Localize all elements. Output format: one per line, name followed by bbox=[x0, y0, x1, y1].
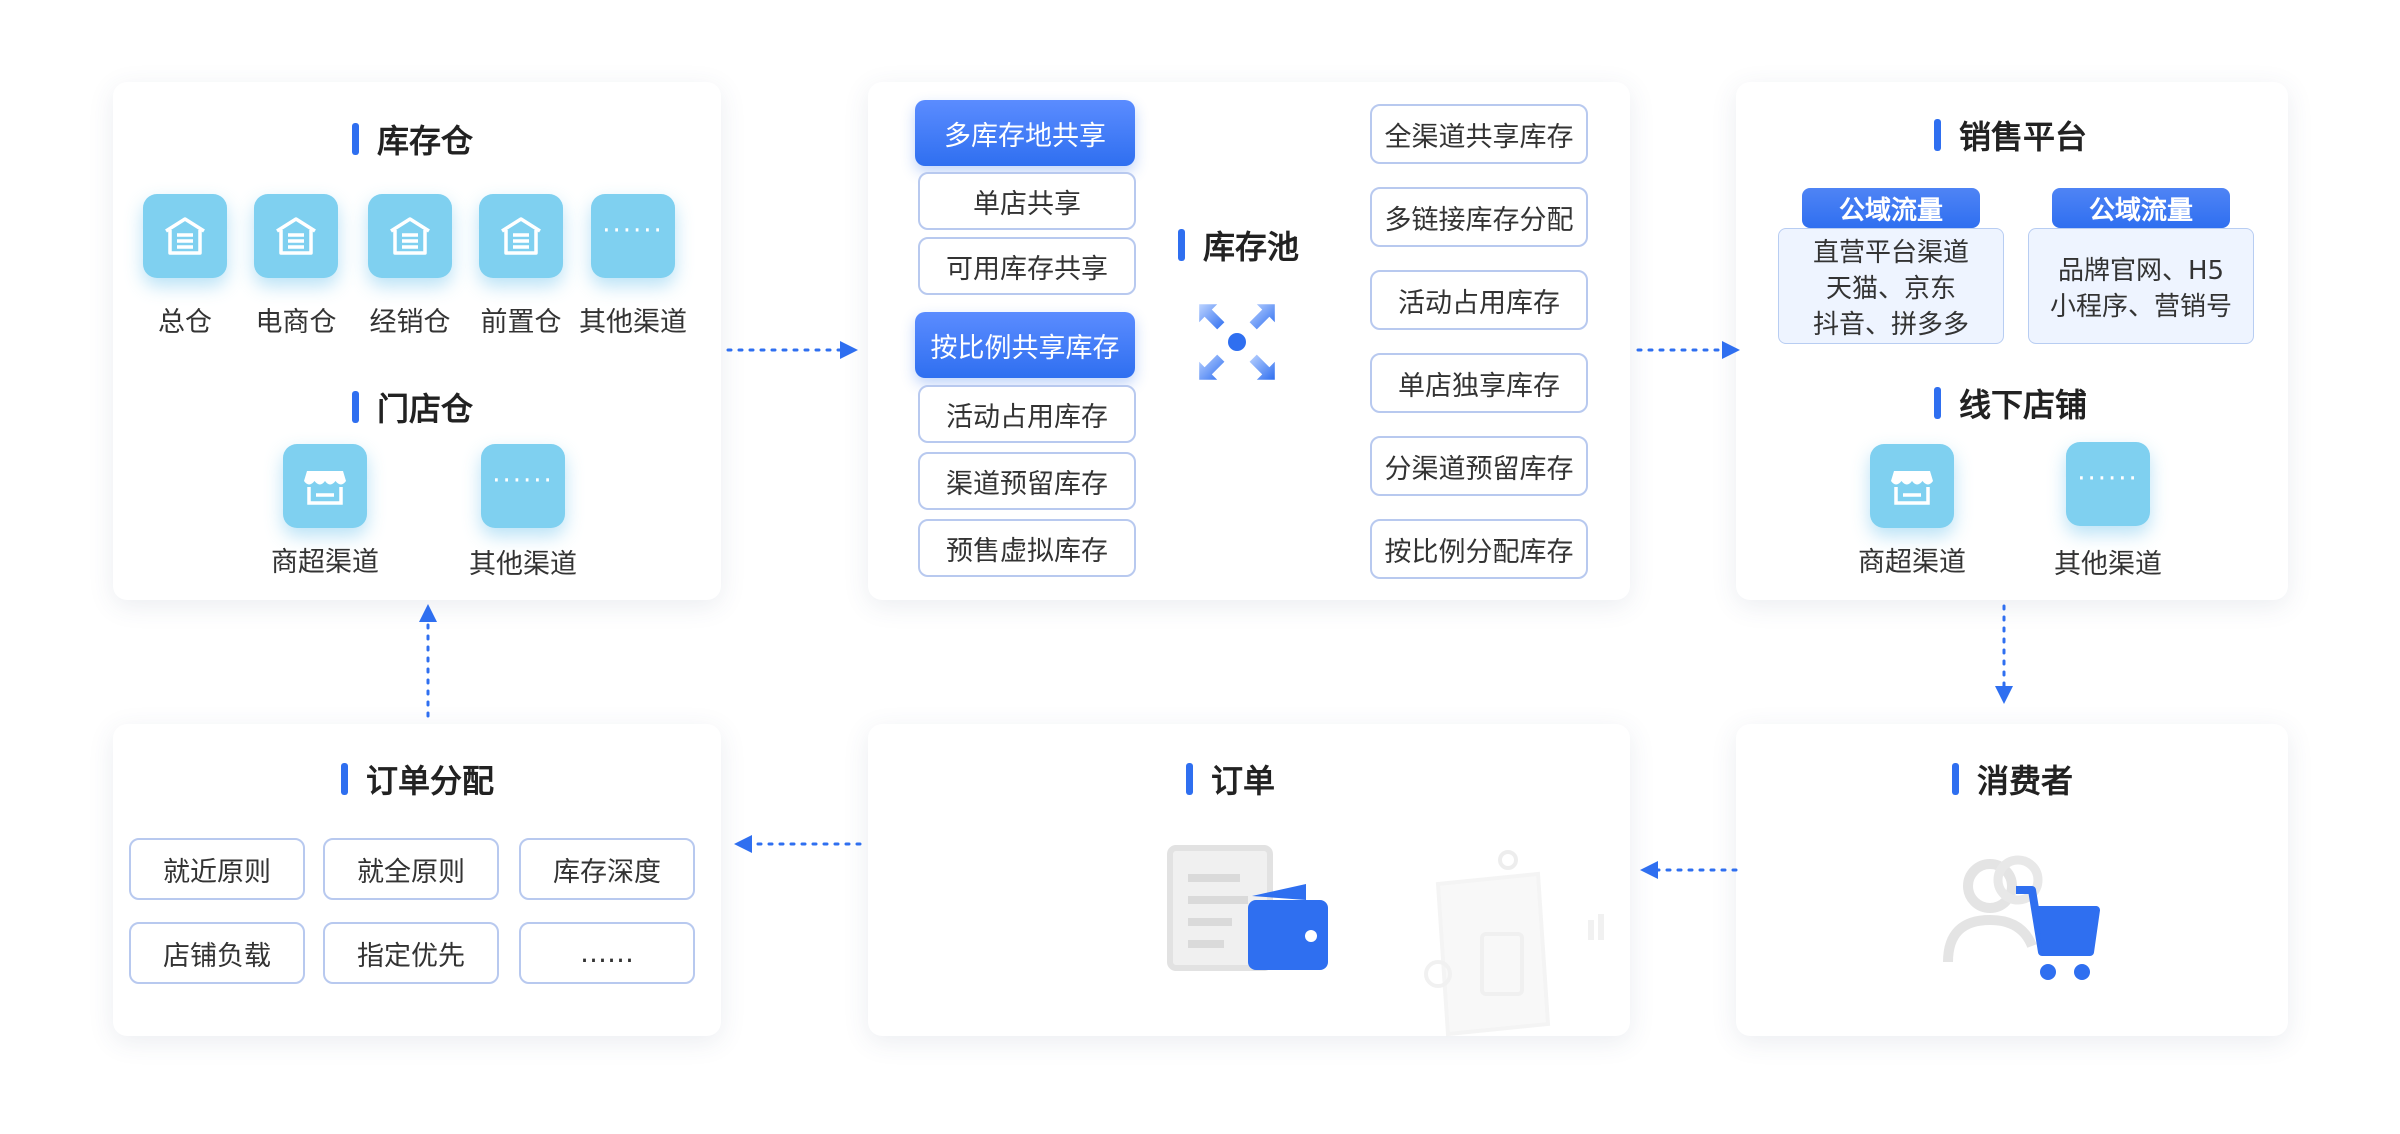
pool-right-item: 多链接库存分配 bbox=[1370, 187, 1588, 247]
warehouse-tile-distributor bbox=[368, 194, 452, 278]
allocation-title: 订单分配 bbox=[341, 756, 494, 802]
warehouse-icon bbox=[276, 217, 316, 255]
pool-left-item: 预售虚拟库存 bbox=[918, 519, 1136, 577]
platform-line: 品牌官网、H5 bbox=[2057, 256, 2225, 286]
arrow-pool-to-sales bbox=[1636, 341, 1740, 359]
offline-store-title: 线下店铺 bbox=[1934, 380, 2087, 426]
warehouse-label: 电商仓 bbox=[255, 307, 337, 338]
arrow-allocation-to-warehouse bbox=[419, 604, 437, 718]
allocation-rule: 店铺负载 bbox=[129, 922, 305, 984]
sales-platform-card: 销售平台 直营平台渠道 天猫、京东 抖音、拼多多 公域流量 品牌官网、H5 小程… bbox=[1736, 82, 2288, 600]
pool-left-item: 渠道预留库存 bbox=[918, 452, 1136, 510]
platform-line: 小程序、营销号 bbox=[2049, 292, 2232, 322]
allocation-rule: 库存深度 bbox=[519, 838, 695, 900]
warehouse-icon bbox=[390, 217, 430, 255]
warehouse-tile-other: ······ bbox=[591, 194, 675, 278]
platform-box: 品牌官网、H5 小程序、营销号 bbox=[2028, 228, 2254, 344]
store-tile-supermarket bbox=[283, 444, 367, 528]
title-accent-bar bbox=[1934, 119, 1941, 151]
warehouse-icon bbox=[165, 217, 205, 255]
pool-right-item: 分渠道预留库存 bbox=[1370, 436, 1588, 496]
store-warehouse-label: 商超渠道 bbox=[271, 547, 379, 578]
store-warehouse-label: 其他渠道 bbox=[469, 549, 577, 580]
platform-tag: 公域流量 bbox=[1802, 188, 1980, 228]
allocation-rule: 就近原则 bbox=[129, 838, 305, 900]
arrow-order-to-allocation bbox=[734, 835, 862, 853]
platform-line: 抖音、拼多多 bbox=[1812, 310, 1969, 340]
title-accent-bar bbox=[341, 763, 348, 795]
offline-tile-supermarket bbox=[1870, 444, 1954, 528]
pool-left-item: 多库存地共享 bbox=[915, 100, 1135, 166]
platform-line: 直营平台渠道 bbox=[1812, 238, 1969, 268]
arrow-sales-to-consumer bbox=[1995, 604, 2013, 704]
arrow-consumer-to-order bbox=[1640, 861, 1738, 879]
pool-right-item: 按比例分配库存 bbox=[1370, 519, 1588, 579]
allocation-rule: 指定优先 bbox=[323, 922, 499, 984]
store-tile-other: ······ bbox=[481, 444, 565, 528]
faded-bag-icon bbox=[1424, 850, 1604, 1037]
storefront-icon bbox=[1891, 471, 1933, 505]
warehouse-title: 库存仓 bbox=[352, 116, 473, 162]
title-accent-bar bbox=[1934, 387, 1941, 419]
warehouse-icon bbox=[501, 217, 541, 255]
more-dots-icon: ······ bbox=[2077, 464, 2139, 494]
title-accent-bar bbox=[352, 123, 359, 155]
warehouse-label: 经销仓 bbox=[369, 307, 451, 338]
order-card: 订单 bbox=[868, 724, 1630, 1037]
order-allocation-card: 订单分配 就近原则 就全原则 库存深度 店铺负载 指定优先 …… bbox=[113, 724, 721, 1036]
title-accent-bar bbox=[1952, 763, 1959, 795]
warehouse-tile-general bbox=[143, 194, 227, 278]
warehouse-label: 前置仓 bbox=[480, 307, 562, 338]
order-title: 订单 bbox=[1186, 756, 1275, 802]
offline-store-label: 商超渠道 bbox=[1858, 547, 1966, 578]
pool-title: 库存池 bbox=[1178, 222, 1299, 268]
warehouse-card: 库存仓 ······ 总仓 电商仓 经销仓 前置仓 其他渠道 门店仓 ·····… bbox=[113, 82, 721, 600]
pool-right-item: 全渠道共享库存 bbox=[1370, 104, 1588, 164]
pool-left-item: 按比例共享库存 bbox=[915, 312, 1135, 378]
consumer-card: 消费者 bbox=[1736, 724, 2288, 1036]
platform-line: 天猫、京东 bbox=[1825, 274, 1956, 304]
inventory-pool-card: 多库存地共享 单店共享 可用库存共享 按比例共享库存 活动占用库存 渠道预留库存… bbox=[868, 82, 1630, 600]
warehouse-label: 总仓 bbox=[158, 307, 212, 338]
offline-store-label: 其他渠道 bbox=[2054, 549, 2162, 580]
warehouse-tile-forward bbox=[479, 194, 563, 278]
pool-right-item: 单店独享库存 bbox=[1370, 353, 1588, 413]
document-wallet-icon bbox=[1167, 845, 1328, 971]
platform-tag: 公域流量 bbox=[2052, 188, 2230, 228]
pool-left-item: 可用库存共享 bbox=[918, 237, 1136, 295]
title-accent-bar bbox=[1178, 229, 1185, 261]
sales-title: 销售平台 bbox=[1934, 112, 2087, 158]
pool-right-item: 活动占用库存 bbox=[1370, 270, 1588, 330]
allocation-rule: …… bbox=[519, 922, 695, 984]
converge-arrows-icon bbox=[1199, 304, 1275, 380]
allocation-rule: 就全原则 bbox=[323, 838, 499, 900]
offline-tile-other: ······ bbox=[2066, 442, 2150, 526]
arrow-warehouse-to-pool bbox=[726, 341, 858, 359]
pool-left-item: 单店共享 bbox=[918, 172, 1136, 230]
platform-box: 直营平台渠道 天猫、京东 抖音、拼多多 bbox=[1778, 228, 2004, 344]
store-warehouse-title: 门店仓 bbox=[352, 384, 473, 430]
users-cart-icon bbox=[1943, 855, 2100, 980]
storefront-icon bbox=[304, 471, 346, 505]
warehouse-tile-ecommerce bbox=[254, 194, 338, 278]
more-dots-icon: ······ bbox=[492, 466, 554, 496]
pool-left-item: 活动占用库存 bbox=[918, 385, 1136, 443]
more-dots-icon: ······ bbox=[602, 216, 664, 246]
consumer-title: 消费者 bbox=[1952, 756, 2073, 802]
title-accent-bar bbox=[1186, 763, 1193, 795]
title-accent-bar bbox=[352, 391, 359, 423]
warehouse-label: 其他渠道 bbox=[579, 307, 687, 338]
